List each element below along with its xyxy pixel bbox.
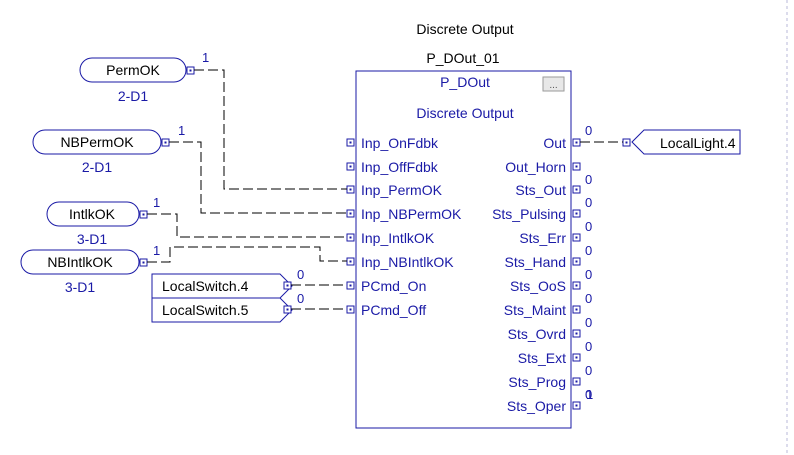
svg-text:Inp_NBPermOK: Inp_NBPermOK bbox=[361, 206, 462, 222]
svg-text:LocalLight.4: LocalLight.4 bbox=[660, 135, 736, 151]
svg-text:Out: Out bbox=[543, 135, 566, 151]
wire-permok bbox=[194, 69, 347, 190]
localswitch-5-value: 0 bbox=[297, 291, 304, 306]
input-ref-nbintlkok[interactable]: NBIntlkOK 1 3-D1 bbox=[20, 243, 160, 295]
svg-text:LocalSwitch.4: LocalSwitch.4 bbox=[162, 278, 249, 294]
sts-prog-value: 0 bbox=[585, 387, 592, 402]
svg-text:Sts_Pulsing: Sts_Pulsing bbox=[492, 206, 566, 222]
svg-text:NBPermOK: NBPermOK bbox=[60, 134, 134, 150]
sts-oos-value: 0 bbox=[585, 291, 592, 306]
svg-text:Sts_Out: Sts_Out bbox=[515, 182, 566, 198]
svg-text:Sts_Ext: Sts_Ext bbox=[518, 350, 566, 366]
out-value: 0 bbox=[585, 123, 592, 138]
input-tag-localswitch-4[interactable]: LocalSwitch.4 0 bbox=[151, 267, 304, 299]
pin-pcmd-on[interactable]: PCmd_On bbox=[346, 278, 426, 294]
wires bbox=[147, 69, 623, 310]
svg-text:NBIntlkOK: NBIntlkOK bbox=[47, 254, 113, 270]
pin-sts-maint[interactable]: Sts_Maint 0 bbox=[504, 302, 592, 330]
pin-sts-pulsing[interactable]: Sts_Pulsing 0 bbox=[492, 206, 592, 234]
pin-inp-permok[interactable]: Inp_PermOK bbox=[346, 182, 443, 198]
svg-text:Sts_Ovrd: Sts_Ovrd bbox=[508, 326, 566, 342]
pin-inp-onfdbk[interactable]: Inp_OnFdbk bbox=[346, 135, 439, 151]
pin-inp-intlkok[interactable]: Inp_IntlkOK bbox=[346, 230, 435, 246]
svg-text:Inp_OffFdbk: Inp_OffFdbk bbox=[361, 159, 439, 175]
sts-hand-value: 0 bbox=[585, 267, 592, 282]
pin-sts-ext[interactable]: Sts_Ext 0 bbox=[518, 350, 592, 378]
pin-sts-oper[interactable]: Sts_Oper bbox=[507, 398, 581, 414]
pin-sts-oos[interactable]: Sts_OoS 0 bbox=[510, 278, 592, 306]
intlkok-value: 1 bbox=[153, 195, 160, 210]
nbintlkok-xref: 3-D1 bbox=[65, 279, 96, 295]
sts-ext-value: 0 bbox=[585, 363, 592, 378]
svg-text:Sts_Hand: Sts_Hand bbox=[505, 254, 566, 270]
wire-intlkok bbox=[147, 213, 347, 238]
properties-button-label: ... bbox=[549, 80, 557, 91]
output-tag-locallight-4[interactable]: LocalLight.4 bbox=[622, 129, 741, 155]
svg-text:Out_Horn: Out_Horn bbox=[505, 159, 566, 175]
svg-text:Sts_Maint: Sts_Maint bbox=[504, 302, 566, 318]
svg-text:PermOK: PermOK bbox=[106, 62, 160, 78]
permok-xref: 2-D1 bbox=[118, 88, 149, 104]
sts-out-value: 0 bbox=[585, 195, 592, 210]
pin-sts-out[interactable]: Sts_Out 0 bbox=[515, 182, 592, 210]
pin-sts-hand[interactable]: Sts_Hand 0 bbox=[505, 254, 593, 282]
permok-value: 1 bbox=[202, 50, 209, 65]
output-pins: Out 0 Out_Horn 0 Sts_Out 0 Sts_Pulsing 0… bbox=[492, 123, 592, 414]
block-instance-name: P_DOut_01 bbox=[426, 50, 499, 66]
block-type: P_DOut bbox=[440, 74, 490, 90]
out-horn-value: 0 bbox=[585, 172, 592, 187]
pin-sts-err[interactable]: Sts_Err 0 bbox=[519, 230, 592, 258]
svg-text:Inp_NBIntlkOK: Inp_NBIntlkOK bbox=[361, 254, 454, 270]
sts-ovrd-value: 0 bbox=[585, 339, 592, 354]
block-description: Discrete Output bbox=[416, 105, 513, 121]
sts-pulsing-value: 0 bbox=[585, 219, 592, 234]
svg-text:PCmd_Off: PCmd_Off bbox=[361, 302, 426, 318]
intlkok-xref: 3-D1 bbox=[77, 231, 108, 247]
input-ref-nbpermok[interactable]: NBPermOK 1 2-D1 bbox=[32, 123, 185, 175]
nbpermok-value: 1 bbox=[178, 123, 185, 138]
svg-text:Sts_Err: Sts_Err bbox=[519, 230, 566, 246]
svg-text:LocalSwitch.5: LocalSwitch.5 bbox=[162, 302, 249, 318]
wire-nbpermok bbox=[169, 141, 347, 214]
input-tag-localswitch-5[interactable]: LocalSwitch.5 0 bbox=[151, 291, 304, 323]
properties-button[interactable] bbox=[542, 76, 565, 92]
pin-sts-prog[interactable]: Sts_Prog 0 bbox=[508, 374, 592, 402]
pin-out-horn[interactable]: Out_Horn 0 bbox=[505, 159, 592, 187]
pin-pcmd-off[interactable]: PCmd_Off bbox=[346, 302, 426, 318]
svg-text:Sts_OoS: Sts_OoS bbox=[510, 278, 566, 294]
svg-text:PCmd_On: PCmd_On bbox=[361, 278, 426, 294]
p-dout-block[interactable] bbox=[355, 70, 572, 429]
pin-inp-nbpermok[interactable]: Inp_NBPermOK bbox=[346, 206, 462, 222]
sts-err-value: 0 bbox=[585, 243, 592, 258]
svg-text:Inp_IntlkOK: Inp_IntlkOK bbox=[361, 230, 435, 246]
input-ref-intlkok[interactable]: IntlkOK 1 3-D1 bbox=[46, 195, 160, 247]
block-header: Discrete Output bbox=[416, 21, 513, 37]
pin-inp-nbintlkok[interactable]: Inp_NBIntlkOK bbox=[346, 254, 454, 270]
sts-maint-value: 0 bbox=[585, 315, 592, 330]
wire-nbintlkok bbox=[147, 246, 347, 263]
svg-text:IntlkOK: IntlkOK bbox=[69, 206, 116, 222]
nbintlkok-value: 1 bbox=[153, 243, 160, 258]
svg-text:Sts_Oper: Sts_Oper bbox=[507, 398, 566, 414]
localswitch-4-value: 0 bbox=[297, 267, 304, 282]
pin-inp-offfdbk[interactable]: Inp_OffFdbk bbox=[346, 159, 439, 175]
pin-sts-ovrd[interactable]: Sts_Ovrd 0 bbox=[508, 326, 593, 354]
nbpermok-xref: 2-D1 bbox=[82, 159, 113, 175]
svg-text:Sts_Prog: Sts_Prog bbox=[508, 374, 566, 390]
svg-text:Inp_OnFdbk: Inp_OnFdbk bbox=[361, 135, 439, 151]
input-ref-permok[interactable]: PermOK 1 2-D1 bbox=[79, 50, 209, 104]
svg-text:Inp_PermOK: Inp_PermOK bbox=[361, 182, 443, 198]
sts-oper-value-display: 1 bbox=[586, 387, 593, 402]
input-pins: Inp_OnFdbk Inp_OffFdbk Inp_PermOK Inp_NB… bbox=[346, 135, 462, 318]
